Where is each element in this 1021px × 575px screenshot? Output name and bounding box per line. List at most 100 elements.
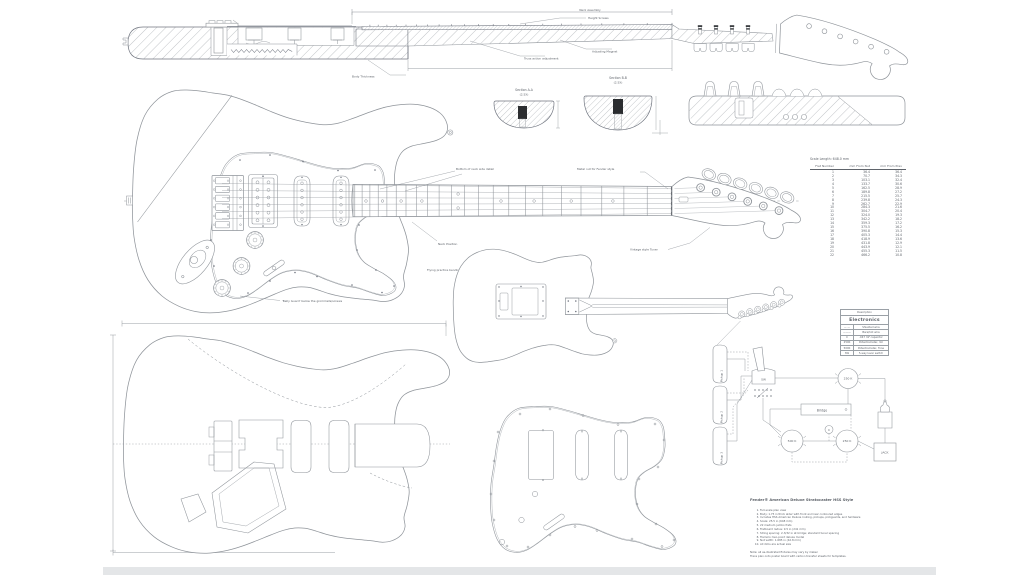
screw-hole [662, 438, 666, 442]
fret-cell: 15.3 [895, 228, 902, 233]
string-tree-hole [783, 114, 789, 120]
fret-cell: 70.7 [863, 174, 870, 179]
fret-cell: 16.2 [895, 225, 902, 230]
spec-note: Full-scale plan view [760, 508, 890, 513]
string [221, 183, 673, 189]
pot-500k: 500 K [777, 429, 807, 453]
switch-contact [753, 388, 757, 392]
fret-cell: 2 [832, 174, 834, 179]
scale-length-label: Scale Length: 648.0 mm [810, 157, 850, 161]
inlay-dot [420, 199, 424, 203]
pole-piece [300, 210, 304, 214]
pole-piece [339, 181, 343, 185]
fret-cell: 10 [830, 205, 834, 210]
truss-rod [518, 106, 527, 119]
wire [727, 375, 752, 401]
fret-cell: 24.3 [895, 197, 902, 202]
plan-title: Fender® American Deluxe Stratocaster HSS… [750, 498, 854, 502]
fret-cell: 18 [830, 236, 834, 241]
fret-cell: 27.2 [895, 189, 902, 194]
pickguard-template-view [489, 405, 677, 553]
knob-outer [213, 279, 231, 297]
tuner-button [733, 177, 748, 190]
cover-screw [498, 315, 500, 317]
fret-cell: 19 [830, 240, 834, 245]
wire [727, 358, 746, 371]
legend-title: Electronics [849, 317, 880, 323]
pickguard-screw [269, 280, 271, 282]
fret-cell: 10.8 [895, 252, 902, 257]
tuner-housing [770, 301, 778, 309]
bridge-saddle [215, 177, 230, 185]
pickup-label: Pickup 1 [720, 370, 724, 382]
footnote: Trace plan onto poster board with carbon… [750, 554, 847, 559]
mount-hole [619, 477, 623, 480]
spring-cavity-route [211, 461, 287, 534]
switch-contact [757, 388, 761, 392]
inlay-dot [569, 199, 573, 203]
section-title: Section B-B [609, 76, 627, 80]
label: Body Thickness [352, 75, 375, 79]
tuner-post [727, 192, 737, 202]
fret-cell: 21 [830, 248, 834, 253]
tuner-post [696, 183, 705, 192]
string [221, 208, 673, 212]
switch-body [751, 368, 776, 385]
fret-cell: 22.9 [895, 201, 902, 206]
spec-note: All dims are actual size [760, 542, 890, 547]
pot-250k-top: 250 K [834, 368, 862, 389]
fret-cell: 390.8 [861, 228, 870, 233]
switch-contact [761, 388, 765, 392]
fret-cell: 1 [832, 170, 834, 175]
tuner-button [780, 191, 795, 204]
pole-piece [339, 188, 343, 192]
pickup-3-symbol [712, 426, 728, 466]
switch-contact [769, 394, 773, 398]
tuner-housing [762, 303, 770, 311]
pickguard-screw [393, 285, 395, 287]
edge-contour [369, 472, 413, 489]
wire-shielded [727, 351, 749, 371]
fret-cell: 359.3 [861, 221, 870, 226]
fret-cell: 20.4 [895, 209, 902, 214]
neck-side [407, 29, 673, 47]
mount-hole [619, 430, 623, 433]
switch-contact [753, 394, 757, 398]
pickguard-screw [358, 224, 360, 226]
string-tree-hole [792, 114, 798, 120]
screw-hole [492, 459, 496, 463]
wire [762, 398, 782, 433]
cover-screw [542, 315, 544, 317]
tuner-housing [754, 305, 762, 313]
fret-cell: 14 [830, 221, 834, 226]
switch-label: SW [761, 378, 766, 382]
humbucker-opening [528, 430, 554, 480]
fret-cell: 12.9 [895, 240, 902, 245]
tuner-button [748, 182, 763, 195]
pole-piece [339, 217, 343, 221]
screw-hole [637, 477, 641, 481]
screw-hole [630, 537, 634, 541]
fret-cell: 189.8 [861, 189, 870, 194]
cover-screw [498, 286, 500, 288]
fret-cell: 4 [832, 181, 834, 186]
title-block: Fender® American Deluxe Stratocaster HSS… [750, 498, 890, 559]
cap-label: C [828, 428, 830, 432]
fret-col-header: Fret Number [810, 164, 840, 171]
cover-screw [498, 300, 500, 302]
fret-cell: 342.2 [861, 217, 870, 222]
fret-cell: 9 [832, 201, 834, 206]
switch-slot [543, 513, 565, 531]
section-scale: (2.5X) [614, 81, 623, 85]
pickguard-screw [337, 169, 339, 172]
pickguard-screw [294, 271, 296, 274]
fret-cell: 15 [830, 225, 834, 230]
strap-button-rear [612, 338, 618, 344]
screw-hole [526, 545, 530, 549]
wire [857, 440, 875, 450]
fret-cell: 455.3 [861, 248, 870, 253]
screw-hole [654, 522, 658, 526]
tuner-hole [868, 43, 874, 50]
single-coil-opening [575, 429, 589, 481]
